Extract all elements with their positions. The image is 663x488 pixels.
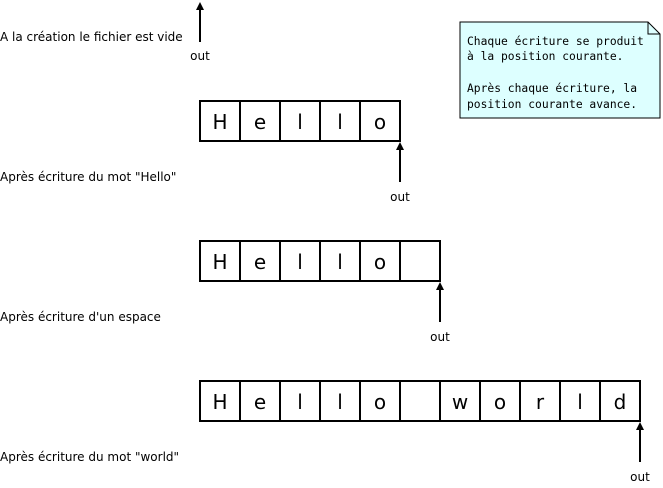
cell-box <box>599 380 641 422</box>
cell-char: l <box>297 250 303 274</box>
step-caption: Après écriture du mot "world" <box>0 450 179 464</box>
cell-char: l <box>297 390 303 414</box>
cell-box <box>239 240 281 282</box>
cell-box <box>279 380 321 422</box>
cell-char: e <box>254 250 266 274</box>
note-fold <box>647 22 660 35</box>
cell-box <box>479 380 521 422</box>
out-pointer: out <box>190 2 210 63</box>
cell-char: o <box>374 110 386 134</box>
cell-box <box>359 380 401 422</box>
cell-box <box>279 100 321 142</box>
cell-char: e <box>254 110 266 134</box>
cell-char: H <box>212 110 227 134</box>
cell-char: l <box>337 250 343 274</box>
cell-char: r <box>536 390 545 414</box>
cell-char: H <box>212 390 227 414</box>
cell-box <box>199 240 241 282</box>
cell-char: e <box>254 390 266 414</box>
cell-box <box>439 380 481 422</box>
cell-char: l <box>337 390 343 414</box>
note-line-5: position courante avance. <box>467 98 637 111</box>
cell-box <box>239 380 281 422</box>
pointer-label: out <box>630 470 650 484</box>
note-shape <box>459 21 661 119</box>
note-line-1: Chaque écriture se produit <box>467 35 644 48</box>
step-caption: A la création le fichier est vide <box>0 30 183 44</box>
pointer-label: out <box>390 190 410 204</box>
note-box: Chaque écriture se produit à la position… <box>459 21 661 119</box>
cell-box <box>359 100 401 142</box>
step-empty: A la création le fichier est vide out <box>0 2 210 63</box>
cell-char: d <box>614 390 627 414</box>
cell-box <box>319 100 361 142</box>
note-line-4: Après chaque écriture, la <box>467 82 637 95</box>
pointer-label: out <box>430 330 450 344</box>
cell-box <box>279 240 321 282</box>
pointer-label: out <box>190 49 210 63</box>
note-line-2: à la position courante. <box>467 50 623 63</box>
cell-char: l <box>297 110 303 134</box>
out-pointer: out <box>630 422 650 484</box>
step-caption: Après écriture d'un espace <box>0 310 161 324</box>
cell-char: o <box>374 390 386 414</box>
cell-box <box>199 100 241 142</box>
cell-char: o <box>494 390 506 414</box>
cell-box <box>399 380 441 422</box>
cell-char: l <box>577 390 583 414</box>
step-caption: Après écriture du mot "Hello" <box>0 170 176 184</box>
cell-char: w <box>452 390 468 414</box>
cell-char: l <box>337 110 343 134</box>
out-pointer: out <box>390 142 410 204</box>
cell-box <box>359 240 401 282</box>
out-pointer: out <box>430 282 450 344</box>
cell-box <box>399 240 441 282</box>
cell-box <box>519 380 561 422</box>
cell-char: H <box>212 250 227 274</box>
cell-box <box>319 380 361 422</box>
cell-box <box>319 240 361 282</box>
cell-char: o <box>374 250 386 274</box>
